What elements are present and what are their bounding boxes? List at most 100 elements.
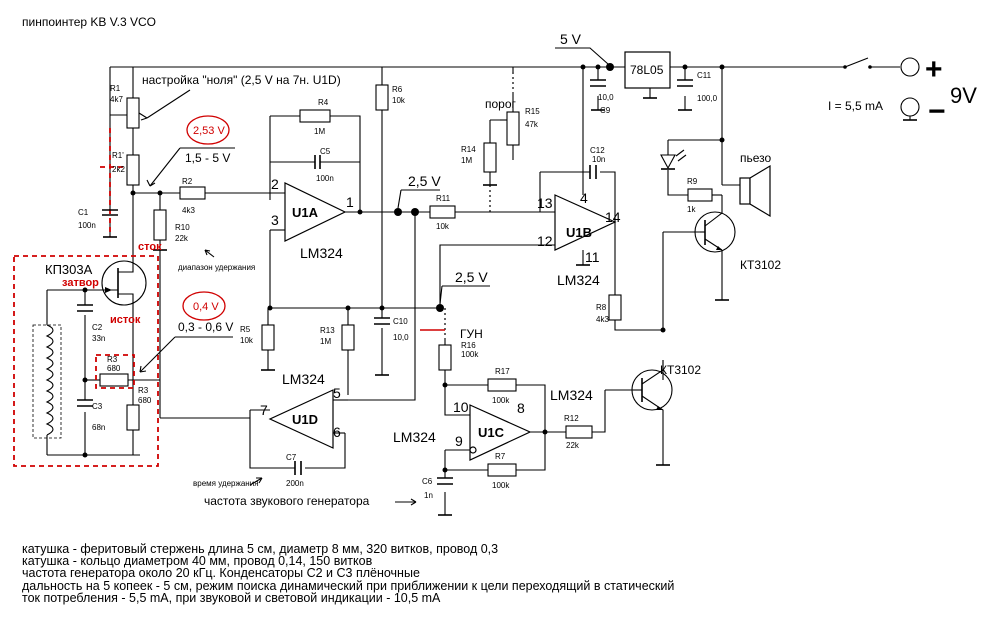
hold-time-label: время удержания — [193, 479, 259, 488]
v04-label: 0,4 V — [193, 301, 219, 313]
note-line: катушка - кольцо диаметром 40 мм, провод… — [22, 554, 373, 569]
svg-text:R5: R5 — [240, 325, 251, 334]
svg-text:C9: C9 — [600, 106, 611, 115]
svg-text:C6: C6 — [422, 477, 433, 486]
svg-text:5: 5 — [333, 385, 341, 401]
r1-wiper-arrow — [138, 112, 148, 121]
svg-text:1M: 1M — [461, 156, 472, 165]
u1b-part: LM324 — [557, 272, 600, 288]
svg-text:R3: R3 — [138, 386, 149, 395]
u1c-part: LM324 — [550, 387, 593, 403]
sound-freq-label: частота звукового генератора — [204, 494, 370, 508]
capacitors — [77, 79, 693, 485]
svg-text:R11: R11 — [436, 194, 451, 203]
svg-text:100k: 100k — [492, 481, 510, 490]
svg-text:22k: 22k — [175, 234, 189, 243]
svg-text:R15: R15 — [525, 107, 540, 116]
supply-9v: 9V — [950, 83, 977, 108]
svg-text:R12: R12 — [564, 414, 579, 423]
gate-label: затвор — [62, 277, 99, 289]
svg-text:R6: R6 — [392, 85, 403, 94]
svg-text:R3: R3 — [107, 355, 118, 364]
v25b-label: 2,5 V — [455, 269, 488, 285]
svg-text:4k7: 4k7 — [110, 95, 123, 104]
pin-numbers: 2 3 1 13 4 14 12 11 10 8 9 7 5 6 — [260, 176, 621, 449]
regulator-label: 78L05 — [630, 63, 664, 77]
jfet-kp303a: КП303А затвор сток исток — [45, 241, 162, 326]
svg-text:100,0: 100,0 — [697, 94, 718, 103]
svg-text:C11: C11 — [697, 71, 712, 80]
svg-text:9: 9 — [455, 433, 463, 449]
u1c-label: U1C — [478, 425, 505, 440]
resistors — [99, 84, 713, 477]
opamp-u1d: U1D LM324 LM324 — [268, 371, 436, 449]
svg-text:R9: R9 — [687, 177, 698, 186]
inductor-coil — [32, 324, 62, 439]
u1d-part-2: LM324 — [393, 429, 436, 445]
opamp-u1a: U1A LM324 — [284, 182, 347, 261]
voltage-markers: 5 V 2,5 V 2,5 V порог ГУН — [397, 31, 609, 341]
regulator-78l05: 78L05 — [624, 51, 671, 89]
null-setting-label: настройка "ноля" (2,5 V на 7н. U1D) — [142, 73, 341, 87]
opamp-u1b: U1B LM324 — [554, 194, 617, 288]
svg-text:10k: 10k — [392, 96, 406, 105]
v25a-label: 2,5 V — [408, 173, 441, 189]
svg-text:680: 680 — [138, 396, 152, 405]
svg-text:200n: 200n — [286, 479, 304, 488]
drain-label: сток — [138, 241, 162, 253]
svg-text:100k: 100k — [492, 396, 510, 405]
svg-text:100n: 100n — [316, 174, 334, 183]
svg-text:13: 13 — [537, 195, 553, 211]
svg-text:10,0: 10,0 — [598, 93, 614, 102]
porog-label: порог — [485, 97, 517, 111]
range-15-5-label: 1,5 - 5 V — [185, 151, 230, 165]
svg-text:R7: R7 — [495, 452, 506, 461]
piezo-label: пьезо — [740, 151, 772, 165]
svg-text:14: 14 — [605, 209, 621, 225]
svg-text:C7: C7 — [286, 453, 297, 462]
svg-text:12: 12 — [537, 233, 553, 249]
power-switch — [843, 57, 872, 69]
svg-text:1M: 1M — [320, 337, 331, 346]
svg-text:C3: C3 — [92, 402, 103, 411]
u1d-part: LM324 — [282, 371, 325, 387]
piezo-speaker: пьезо — [739, 151, 772, 218]
svg-text:100k: 100k — [461, 350, 479, 359]
svg-text:100n: 100n — [78, 221, 96, 230]
svg-text:C12: C12 — [590, 146, 605, 155]
led — [660, 149, 687, 170]
r1-pointer — [146, 89, 191, 119]
svg-text:R4: R4 — [318, 98, 329, 107]
svg-text:10k: 10k — [240, 336, 254, 345]
svg-text:R16: R16 — [461, 341, 476, 350]
u1b-label: U1B — [566, 225, 592, 240]
svg-text:10,0: 10,0 — [393, 333, 409, 342]
svg-text:2k2: 2k2 — [112, 165, 125, 174]
svg-text:R8: R8 — [596, 303, 607, 312]
svg-text:R14: R14 — [461, 145, 476, 154]
notes: катушка - феритовый стержень длина 5 см,… — [22, 543, 982, 605]
svg-text:47k: 47k — [525, 120, 539, 129]
svg-text:C10: C10 — [393, 317, 408, 326]
battery-terminals: + − 9V I = 5,5 mA — [828, 53, 977, 128]
diagram-title: пинпоинтер KB V.3 VCO — [22, 15, 156, 29]
transistor-kt3102-top: КТ3102 — [694, 210, 781, 272]
svg-text:68n: 68n — [92, 423, 105, 432]
note-line: дальность на 5 копеек - 5 см, режим поис… — [22, 578, 675, 593]
svg-text:4k3: 4k3 — [182, 206, 195, 215]
opamp-u1c: U1C LM324 — [469, 387, 593, 461]
svg-text:4: 4 — [580, 190, 588, 206]
plus-sign: + — [925, 53, 943, 86]
gun-label: ГУН — [460, 327, 483, 341]
svg-text:11: 11 — [585, 249, 600, 265]
transistor-kt3102-bottom: КТ3102 — [631, 360, 701, 420]
svg-text:1n: 1n — [424, 491, 433, 500]
kt3102-top-label: КТ3102 — [740, 258, 781, 272]
u1d-label: U1D — [292, 412, 318, 427]
component-labels: R1 4k7 R1' 2k2 R2 4k3 R10 22k R4 1M C5 1… — [78, 71, 718, 500]
svg-text:R10: R10 — [175, 223, 190, 232]
junction-dots — [82, 63, 725, 473]
range-03-06-label: 0,3 - 0,6 V — [178, 320, 233, 334]
current-label: I = 5,5 mA — [828, 99, 883, 113]
